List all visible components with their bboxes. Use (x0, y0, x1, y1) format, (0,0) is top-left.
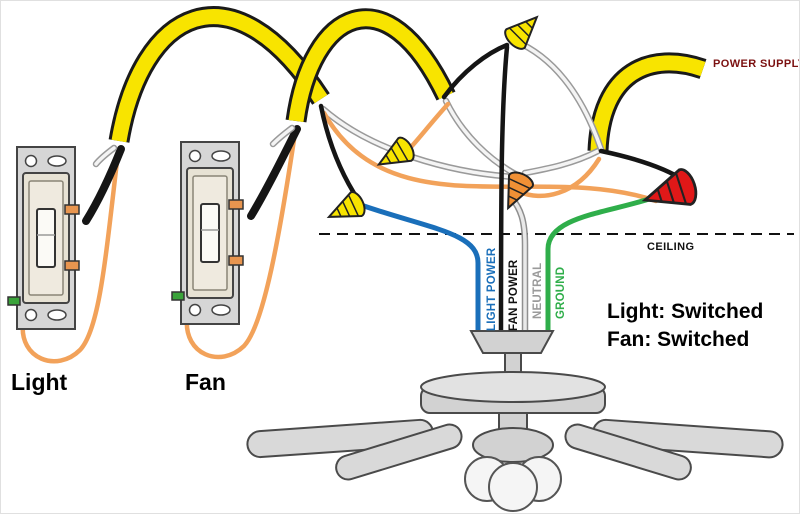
ceiling-fan (246, 330, 784, 512)
power-supply-label: POWER SUPPLY (713, 58, 800, 70)
light-cable-white-stub (92, 144, 118, 168)
wire-nut-yellow-top (504, 15, 539, 50)
wire-nut-red (641, 168, 698, 206)
switch-wires (20, 124, 301, 364)
neutral-wire-1 (319, 105, 519, 181)
mounting-hole (188, 149, 202, 163)
cable-power-supply (587, 52, 707, 152)
light-switch (7, 146, 80, 330)
fan-power-label: FAN POWER (508, 259, 520, 331)
fan-switch (171, 141, 244, 325)
mounting-slot (211, 304, 231, 316)
light-power-wire (358, 202, 481, 336)
mounting-hole (24, 154, 38, 168)
ceiling-label: CEILING (647, 241, 694, 253)
mounting-hole (24, 308, 38, 322)
mounting-slot (47, 155, 67, 167)
light-switch-black-wire (82, 145, 125, 225)
neutral-wire-2 (442, 97, 521, 179)
fan-switch-black-wire (247, 125, 301, 220)
note-light-switched: Light: Switched (607, 300, 763, 323)
white-wire-to-top-nut (511, 37, 605, 153)
fan-blade-front-left (335, 423, 463, 481)
light-switch-orange-wire (20, 150, 121, 364)
ground-wire (545, 196, 652, 336)
black-wire-to-top-nut (441, 42, 510, 100)
fan-power-wire (498, 44, 510, 336)
switch-toggle (36, 208, 56, 268)
fan-canopy (469, 330, 555, 354)
neutral-wire-3 (521, 147, 602, 177)
light-power-label: LIGHT POWER (486, 247, 498, 331)
terminal-screw (64, 260, 80, 271)
terminal-screw (64, 204, 80, 215)
light-switch-label: Light (11, 369, 68, 395)
ground-screw (171, 291, 185, 301)
wire-nut-yellow-mid (376, 136, 415, 166)
light-kit-stem (498, 412, 528, 430)
orange-wire-power-side (517, 156, 602, 199)
mounting-slot (47, 309, 67, 321)
fan-cable-white-stub (269, 124, 296, 148)
fan-blades (246, 418, 784, 481)
light-globe-center (488, 462, 538, 512)
terminal-screw (228, 199, 244, 210)
ground-label: GROUND (555, 267, 567, 319)
note-fan-switched: Fan: Switched (607, 328, 749, 351)
terminal-screw (228, 255, 244, 266)
orange-wire-to-nut (408, 101, 451, 150)
wire-nut-orange (507, 171, 534, 211)
cable-light-switch (108, 6, 330, 143)
mounting-hole (188, 303, 202, 317)
fan-switch-label: Fan (185, 369, 226, 395)
wire-nut-yellow-lower (326, 191, 366, 218)
orange-wire-long (321, 110, 659, 204)
mounting-slot (211, 150, 231, 162)
fan-switch-orange-wire (184, 130, 298, 360)
neutral-label: NEUTRAL (532, 263, 544, 319)
fan-motor-top (420, 371, 606, 403)
switch-toggle (200, 203, 220, 263)
ground-screw (7, 296, 21, 306)
cable-fan-switch (285, 8, 456, 123)
fan-blade-front-right (564, 423, 692, 481)
